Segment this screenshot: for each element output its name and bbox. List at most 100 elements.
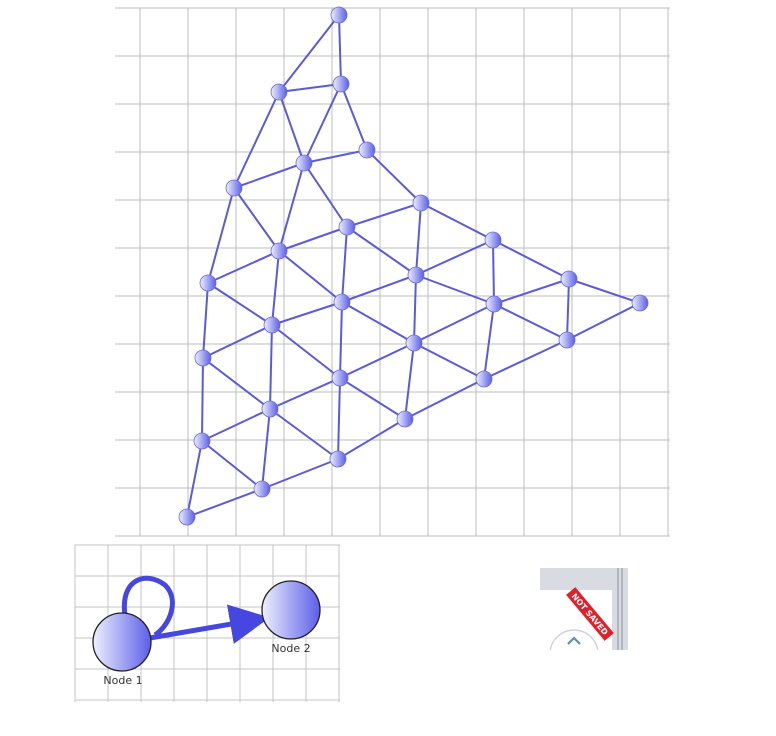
mesh-edge (261, 408, 271, 490)
mesh-edge (261, 458, 339, 490)
mesh-edge (413, 274, 417, 344)
mesh-edge (278, 83, 342, 93)
mesh-node[interactable] (329, 450, 347, 468)
mesh-edge (366, 149, 422, 204)
mesh-edge (492, 239, 495, 305)
mesh-node[interactable] (405, 334, 423, 352)
mesh-grid-background (115, 8, 671, 538)
mesh-edge (303, 149, 368, 164)
mesh-edge (278, 226, 348, 252)
mesh-edge (271, 301, 343, 326)
mesh-node[interactable] (194, 349, 212, 367)
mesh-edge (492, 239, 570, 280)
mesh-node[interactable] (331, 369, 349, 387)
mesh-node[interactable] (261, 400, 279, 418)
mesh-graph-canvas (115, 6, 671, 538)
mesh-edge (413, 342, 485, 380)
mesh-edge (404, 342, 415, 420)
mesh-edge (207, 282, 273, 326)
node-2[interactable] (261, 580, 321, 640)
mesh-edge (493, 278, 570, 305)
scroll-up-button[interactable] (549, 629, 599, 652)
node-2-label: Node 2 (271, 642, 310, 655)
edge-node1-to-node2 (149, 604, 270, 644)
mesh-edge (346, 202, 422, 228)
mesh-edge (339, 342, 415, 379)
mesh-edge (233, 91, 280, 189)
mesh-node[interactable] (199, 274, 217, 292)
mesh-edge (278, 91, 305, 164)
mesh-graph-panel (115, 6, 671, 538)
mesh-edge (339, 377, 406, 420)
mesh-edge (201, 408, 271, 442)
mesh-node[interactable] (225, 179, 243, 197)
mesh-edge (278, 162, 305, 252)
mesh-edge (303, 162, 348, 228)
mesh-edge (420, 202, 494, 241)
mesh-edge (341, 274, 417, 303)
mesh-node[interactable] (330, 6, 348, 24)
mesh-node[interactable] (338, 218, 356, 236)
notice-side-bar (612, 568, 628, 650)
mesh-edge (337, 377, 341, 460)
mesh-node[interactable] (560, 270, 578, 288)
mesh-node[interactable] (631, 294, 649, 312)
mesh-node[interactable] (178, 508, 196, 526)
mesh-node[interactable] (412, 194, 430, 212)
mesh-node[interactable] (485, 295, 503, 313)
mesh-edge (269, 408, 339, 460)
mesh-edge (340, 83, 368, 151)
mesh-edge (269, 377, 341, 410)
mesh-edge (338, 14, 342, 85)
mesh-node[interactable] (407, 266, 425, 284)
mesh-edge (568, 278, 641, 304)
mesh-edges (186, 14, 641, 518)
mesh-edge (271, 250, 280, 326)
small-graph-canvas: Node 1 Node 2 (74, 544, 340, 702)
mesh-edge (278, 14, 340, 93)
node-1-label: Node 1 (103, 674, 142, 687)
mesh-node[interactable] (270, 83, 288, 101)
mesh-edge (202, 357, 271, 410)
mesh-edge (483, 339, 568, 380)
mesh-edge (413, 303, 495, 344)
mesh-node[interactable] (484, 231, 502, 249)
mesh-edge (233, 162, 305, 189)
notice-top-bar (540, 568, 618, 590)
mesh-node[interactable] (263, 316, 281, 334)
mesh-node[interactable] (333, 293, 351, 311)
mesh-edge (415, 274, 495, 305)
mesh-edge (483, 303, 495, 380)
mesh-nodes (178, 6, 649, 526)
mesh-edge (278, 250, 343, 303)
mesh-edge (202, 282, 209, 359)
mesh-edge (202, 324, 273, 359)
mesh-edge (269, 324, 273, 410)
mesh-node[interactable] (332, 75, 350, 93)
mesh-edge (341, 301, 415, 344)
mesh-edge (346, 226, 417, 276)
notice-canvas: NOT SAVED (540, 568, 628, 652)
mesh-edge (201, 440, 263, 490)
mesh-node[interactable] (475, 370, 493, 388)
mesh-edge (337, 418, 406, 460)
mesh-edge (493, 303, 568, 341)
mesh-node[interactable] (558, 331, 576, 349)
mesh-edge (233, 187, 280, 252)
mesh-edge (207, 250, 280, 284)
node-1[interactable] (92, 612, 152, 672)
mesh-edge (201, 357, 204, 442)
mesh-node[interactable] (358, 141, 376, 159)
mesh-edge (341, 226, 348, 303)
mesh-edge (415, 202, 422, 276)
mesh-edge (303, 83, 342, 164)
mesh-edge (566, 278, 570, 341)
mesh-node[interactable] (253, 480, 271, 498)
chevron-up-icon (567, 636, 581, 645)
mesh-node[interactable] (295, 154, 313, 172)
mesh-edge (186, 440, 203, 518)
mesh-node[interactable] (396, 410, 414, 428)
mesh-edge (404, 378, 485, 420)
mesh-node[interactable] (193, 432, 211, 450)
mesh-node[interactable] (270, 242, 288, 260)
